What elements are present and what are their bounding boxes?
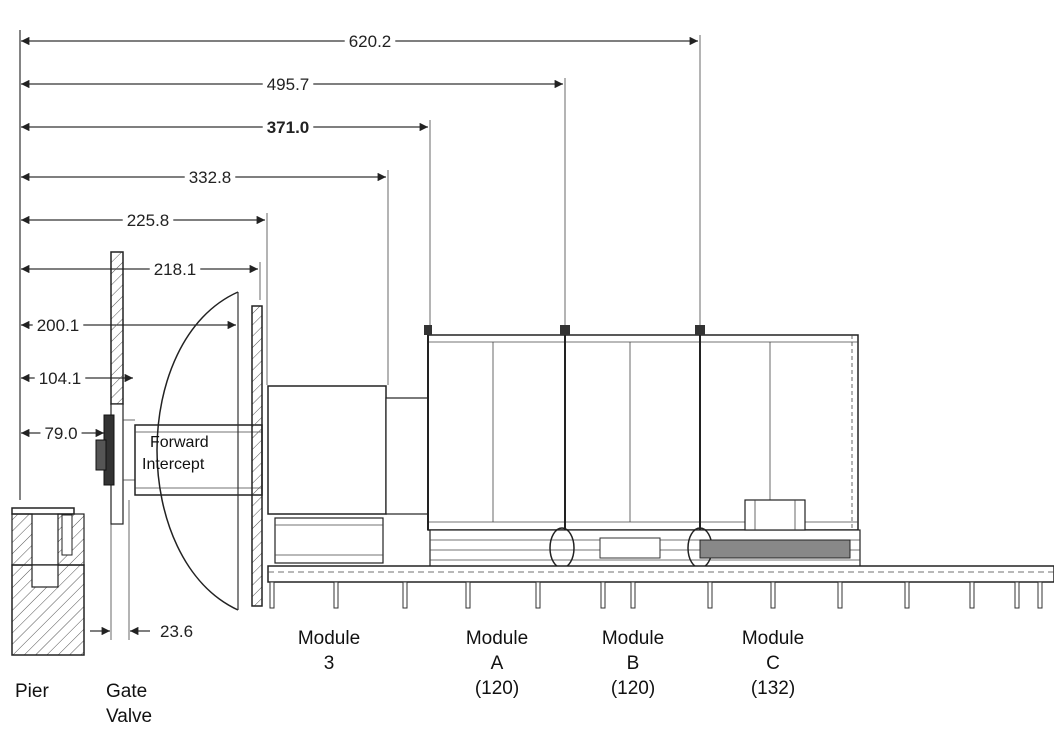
module-a-label-1: Module — [466, 628, 528, 649]
rail-post — [969, 581, 975, 609]
rail-post — [333, 581, 339, 609]
dimension-label-d495: 495.7 — [267, 75, 310, 94]
dimension-label-d225: 225.8 — [127, 211, 170, 230]
extension-lines — [237, 35, 701, 385]
module-c-label-3: (132) — [751, 678, 795, 699]
rail-post — [1037, 581, 1043, 609]
dimension-label-d371: 371.0 — [267, 118, 310, 137]
rail-posts — [269, 581, 1043, 609]
dimension-label-d620: 620.2 — [349, 32, 392, 51]
module-c-label-2: C — [766, 653, 780, 674]
rail-post — [535, 581, 541, 609]
pier-label: Pier — [15, 681, 49, 702]
rail-structure — [267, 565, 1054, 583]
forward-intercept-label-1: Forward — [150, 434, 209, 451]
dimension-label-d332: 332.8 — [189, 168, 232, 187]
rail-post — [630, 581, 636, 609]
rail-post — [600, 581, 606, 609]
modules-vessel — [424, 325, 861, 571]
component-labels: Pier Gate Valve Module 3 Module A (120) … — [15, 628, 804, 727]
rail-post — [707, 581, 713, 609]
module-c-label-1: Module — [742, 628, 804, 649]
pier — [11, 507, 85, 656]
rail-post — [1014, 581, 1020, 609]
rail-post — [402, 581, 408, 609]
module-b-label-3: (120) — [611, 678, 655, 699]
module-3 — [267, 385, 431, 564]
dimension-label-d23: 23.6 — [160, 622, 193, 641]
gate-valve-label-1: Gate — [106, 681, 147, 702]
module-b-label-2: B — [627, 653, 640, 674]
forward-intercept: Forward Intercept — [134, 291, 263, 611]
rail-post — [770, 581, 776, 609]
forward-intercept-label-2: Intercept — [142, 456, 205, 473]
module-3-label-2: 3 — [324, 653, 335, 674]
dimension-label-d79: 79.0 — [44, 424, 77, 443]
rail-post — [837, 581, 843, 609]
module-a-label-3: (120) — [475, 678, 519, 699]
module-3-label-1: Module — [298, 628, 360, 649]
dimension-label-d104: 104.1 — [39, 369, 82, 388]
rail-post — [269, 581, 275, 609]
dimension-lines: 620.2 495.7 371.0 332.8 225.8 218.1 200.1 104.1… — [21, 31, 698, 641]
module-b-label-1: Module — [602, 628, 664, 649]
dimension-label-d218: 218.1 — [154, 260, 197, 279]
dimension-label-d200: 200.1 — [37, 316, 80, 335]
rail-post — [904, 581, 910, 609]
module-a-label-2: A — [491, 653, 504, 674]
gate-valve-label-2: Valve — [106, 706, 152, 727]
rail-post — [465, 581, 471, 609]
gate-valve — [95, 251, 135, 525]
